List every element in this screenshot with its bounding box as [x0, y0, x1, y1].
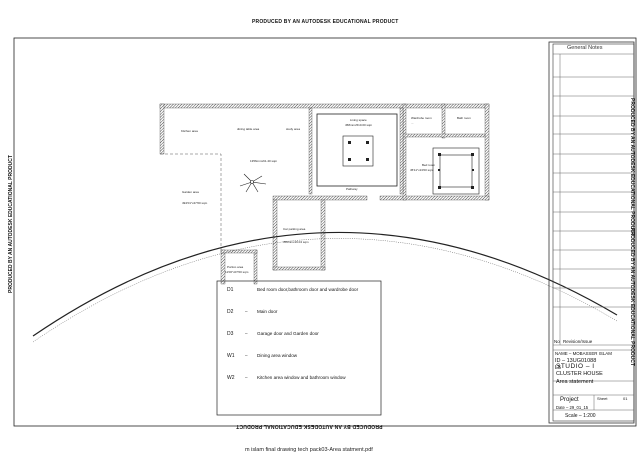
legend-code-4: W1 — [227, 353, 235, 359]
label-garden-size: 494'01"x47'00 sqm — [182, 201, 208, 205]
legend-dash-2: – — [245, 309, 248, 314]
legend-dash-5: – — [245, 375, 248, 380]
student-id-suffix: L5 — [555, 365, 562, 371]
walls — [159, 103, 490, 285]
sheet-name: Area statement — [556, 379, 594, 385]
studio-label: STUDIO – I — [556, 363, 595, 370]
student-name: NAME – MOBASSER ISLAM — [555, 351, 612, 356]
legend-code-2: D2 — [227, 309, 234, 315]
legend-dash-3: – — [245, 331, 248, 336]
drawing-date: Date – 29_01_15 — [556, 405, 589, 410]
revision-issue-label: Revision/Issue — [563, 339, 593, 344]
label-bed: Bed room — [422, 163, 436, 167]
label-portico: Portico area — [227, 265, 244, 269]
file-name: m islam final drawing tech pack03-Area s… — [245, 447, 373, 453]
label-bed-size: 45'11"x13'00 sqm — [410, 168, 434, 172]
boundary-arc-hatch — [32, 238, 618, 343]
sheet-border — [13, 37, 637, 427]
project-label: Project — [560, 397, 579, 403]
living-columns — [348, 141, 369, 161]
sheet-label: Sheet — [597, 396, 608, 401]
legend-desc-5: Kitchen area window and bathroom window — [257, 375, 346, 380]
label-garden: Garden area — [182, 190, 199, 194]
bedroom-courtyard — [432, 147, 480, 195]
fan-icon — [239, 173, 267, 193]
drawing-scale: Scale – 1:200 — [565, 413, 596, 419]
label-car: Car parking area — [283, 227, 306, 231]
legend-desc-3: Garage door and Garden door — [257, 331, 319, 336]
label-study: study area — [286, 127, 300, 131]
label-wardrobe: Wardrobe room — [411, 116, 432, 120]
label-living: Living space — [350, 118, 367, 122]
boundary-arc — [32, 231, 618, 337]
label-bath: Bath room — [457, 116, 471, 120]
bedroom-inner — [439, 154, 473, 188]
legend-box — [216, 280, 382, 416]
label-living-size: 458mmx510.00 sqm — [345, 123, 373, 127]
project-name: CLUSTER HOUSE — [556, 371, 603, 377]
living-courtyard — [316, 113, 398, 187]
revision-no-label: No — [554, 339, 560, 344]
notes-grid — [553, 53, 634, 411]
sheet-number: 01 — [623, 396, 628, 401]
watermark-top: PRODUCED BY AN AUTODESK EDUCATIONAL PROD… — [252, 19, 399, 25]
legend-code-3: D3 — [227, 331, 234, 337]
legend-code-1: D1 — [227, 287, 234, 293]
bedroom-columns — [438, 153, 474, 189]
student-id: ID – 13UG01088 — [555, 358, 597, 364]
living-inner — [342, 135, 374, 167]
legend-desc-1: Bed room door,bathroom door and wardrobe… — [257, 287, 359, 292]
label-pathway: Pathway — [346, 187, 358, 191]
label-wardrobe-size: ... — [411, 121, 414, 125]
legend-desc-2: Main door — [257, 309, 278, 314]
label-dining: dining table area — [237, 127, 260, 131]
legend-desc-4: Dining area window — [257, 353, 298, 358]
label-portico-size: 11'00"x07'00 sqm — [225, 270, 249, 274]
general-notes-heading: General Notes — [567, 45, 603, 51]
garden-boundary — [160, 153, 222, 250]
label-kitchen: Kitchen area — [181, 129, 198, 133]
legend-dash-4: – — [245, 353, 248, 358]
legend-code-5: W2 — [227, 375, 235, 381]
label-car-size: 356mmx19.04 sqm — [283, 240, 309, 244]
label-centre-size: 1356mmx61.40 sqm — [250, 159, 278, 163]
